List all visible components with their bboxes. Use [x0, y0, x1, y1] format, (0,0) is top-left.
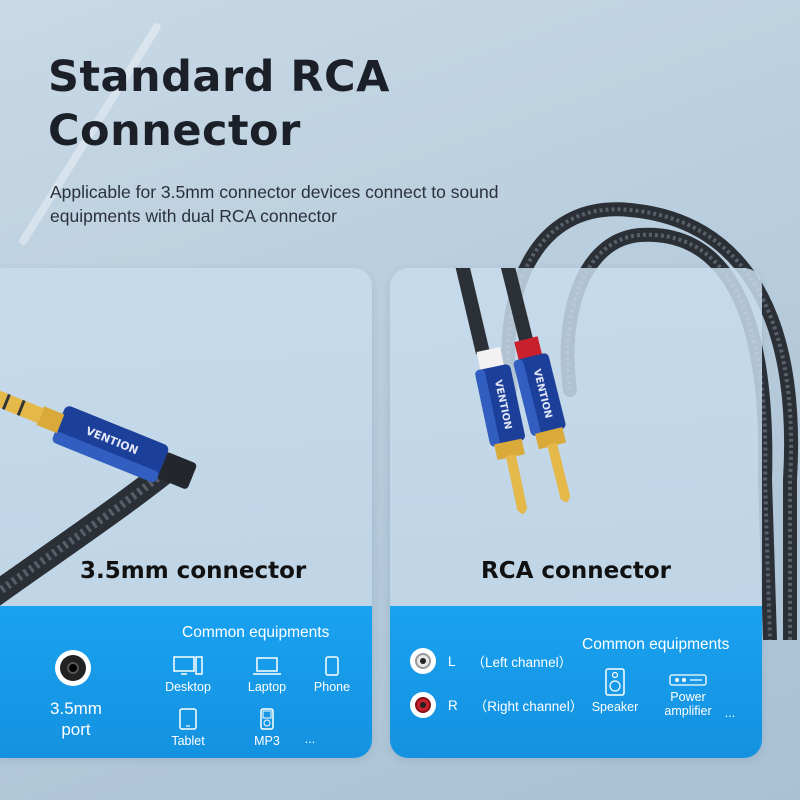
panel-title-left: Common equipments	[182, 624, 330, 641]
equip-more-right: ...	[724, 706, 736, 720]
rca-plugs-illustration: VENTION VENTION	[455, 268, 571, 514]
card-label-rca: RCA connector	[481, 558, 671, 584]
equip-mp3: MP3	[232, 708, 302, 748]
page-title: Standard RCA Connector	[48, 52, 390, 156]
page-subtitle: Applicable for 3.5mm connector devices c…	[50, 182, 499, 226]
laptop-icon	[253, 657, 281, 675]
equip-desktop-label: Desktop	[165, 680, 211, 694]
jack-cable-illustration: VENTION	[0, 389, 197, 606]
equip-phone-label: Phone	[313, 680, 351, 694]
equip-amplifier: Power amplifier	[650, 674, 726, 718]
channel-left-letter: L	[448, 653, 456, 669]
rca-white-icon	[410, 648, 436, 674]
equip-speaker: Speaker	[580, 668, 650, 714]
rca-red-icon	[410, 692, 436, 718]
equipment-panel-right: Common equipments L （Left channel） R （Ri…	[390, 606, 762, 758]
amplifier-icon	[669, 674, 707, 686]
equip-more: ...	[304, 732, 316, 746]
equip-tablet-label: Tablet	[171, 734, 205, 748]
equip-laptop: Laptop	[232, 656, 302, 694]
tablet-icon	[179, 708, 197, 730]
channel-right-letter: R	[448, 697, 458, 713]
equip-desktop: Desktop	[153, 656, 223, 694]
card-rca: VENTION VENTION RCA connector Common equ…	[390, 268, 762, 758]
equip-laptop-label: Laptop	[247, 680, 287, 694]
equip-phone: Phone	[297, 656, 367, 694]
audio-port-icon	[55, 650, 91, 686]
card-3-5mm: VENTION 3.5mm connector Common equipment…	[0, 268, 372, 758]
equipment-panel-left: Common equipments 3.5mm port Desktop Lap…	[0, 606, 372, 758]
channel-left-text: （Left channel）	[471, 655, 573, 670]
speaker-icon	[605, 668, 625, 696]
port-label: 3.5mm port	[50, 699, 102, 739]
mp3-icon	[260, 708, 274, 730]
channel-right: R （Right channel）	[410, 692, 583, 718]
channel-left: L （Left channel）	[410, 648, 572, 674]
card-label-3-5mm: 3.5mm connector	[80, 558, 307, 584]
desktop-icon	[173, 656, 203, 675]
panel-title-right: Common equipments	[582, 636, 730, 653]
equip-tablet: Tablet	[153, 708, 223, 748]
equip-speaker-label: Speaker	[591, 700, 639, 714]
equip-mp3-label: MP3	[254, 734, 280, 748]
phone-icon	[325, 656, 339, 676]
channel-right-text: （Right channel）	[473, 699, 584, 714]
equip-amplifier-label: Power amplifier	[664, 690, 712, 718]
